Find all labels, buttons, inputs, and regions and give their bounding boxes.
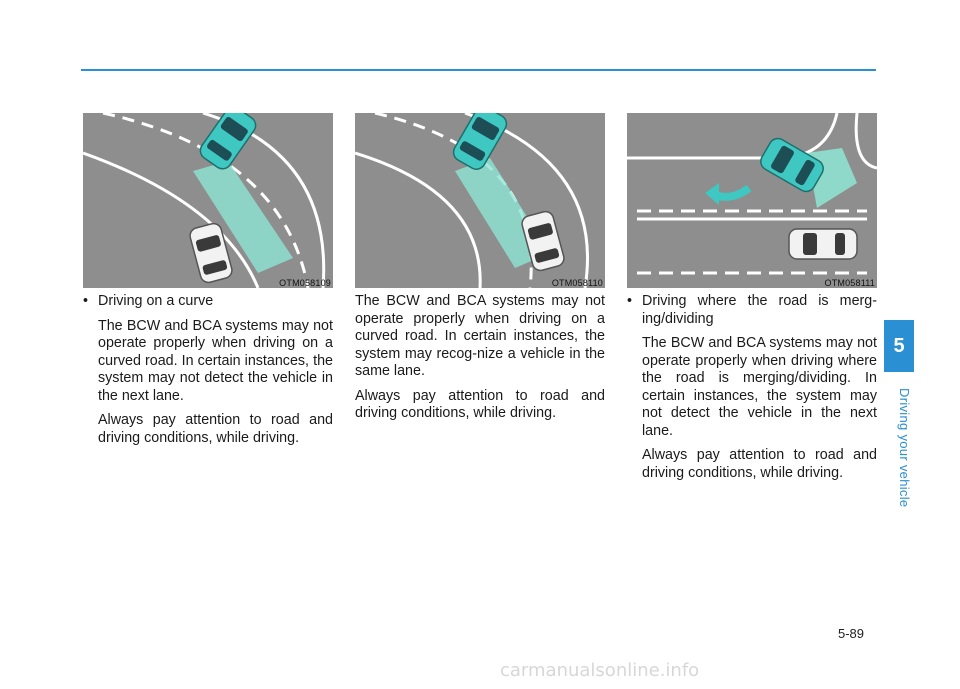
figure-curve-next-lane: OTM058109 <box>83 113 333 288</box>
bullet-item: •Driving on a curve <box>83 293 214 309</box>
figure-curve-same-lane: OTM058110 <box>355 113 605 288</box>
text-column-2: The BCW and BCA systems may not operate … <box>355 293 605 430</box>
figure-merging-road: OTM058111 <box>627 113 877 288</box>
paragraph: Always pay attention to road and driving… <box>642 447 877 481</box>
page-number: 5-89 <box>838 626 865 641</box>
figure-code: OTM058111 <box>824 278 875 288</box>
figure-code: OTM058109 <box>279 278 331 288</box>
paragraph: The BCW and BCA systems may not operate … <box>355 293 605 379</box>
bullet-item: •Driving where the road is merg-ing/divi… <box>627 293 877 327</box>
chapter-title: Driving your vehicle <box>897 388 912 508</box>
figure-code: OTM058110 <box>551 278 603 288</box>
header-rule <box>81 69 876 71</box>
bullet-heading: Driving on a curve <box>98 293 214 309</box>
bullet-heading: Driving where the road is merg-ing/divid… <box>642 293 877 327</box>
text-column-1: •Driving on a curve The BCW and BCA syst… <box>83 293 333 454</box>
paragraph: The BCW and BCA systems may not operate … <box>642 335 877 439</box>
paragraph: The BCW and BCA systems may not operate … <box>98 317 333 404</box>
paragraph: Always pay attention to road and driving… <box>355 387 605 422</box>
chapter-tab: 5 <box>884 320 914 372</box>
text-column-3: •Driving where the road is merg-ing/divi… <box>627 293 877 489</box>
paragraph: Always pay attention to road and driving… <box>98 412 333 446</box>
watermark: carmanualsonline.info <box>500 660 700 681</box>
